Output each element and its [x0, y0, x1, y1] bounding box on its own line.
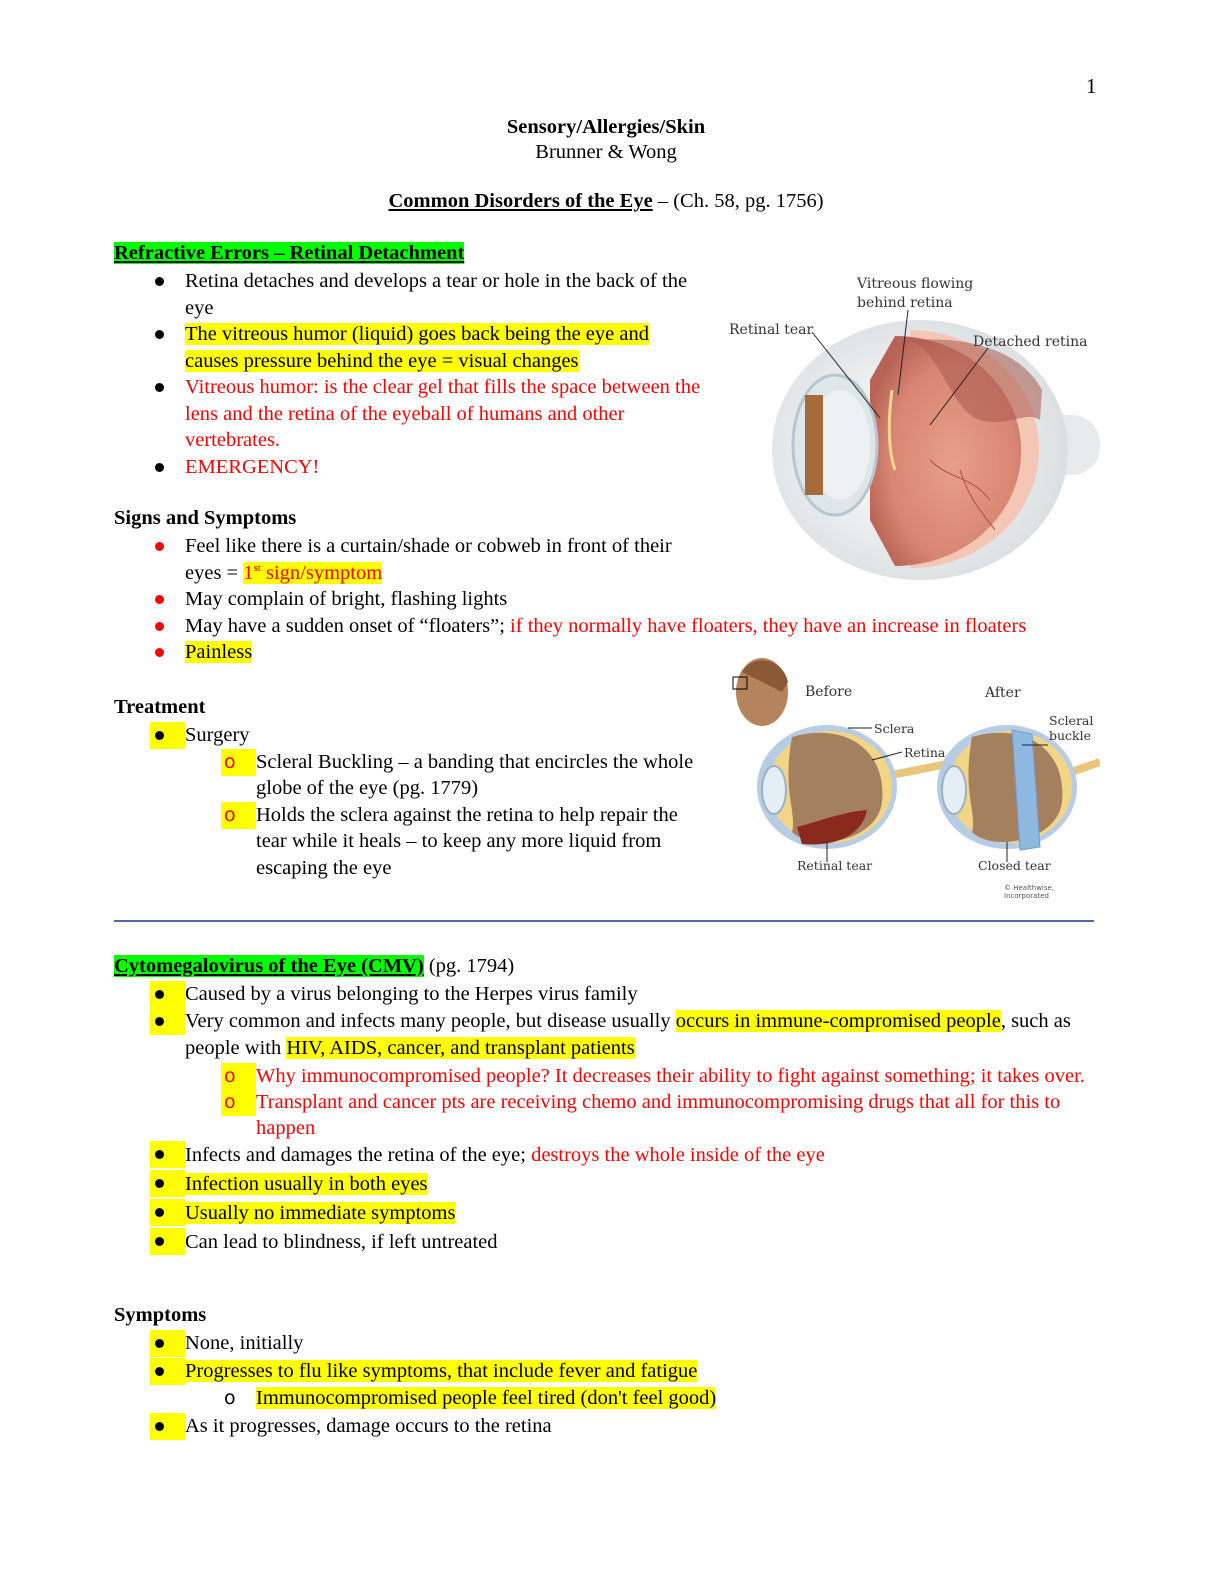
- bullet-icon: [155, 1236, 164, 1246]
- bullet-icon: [155, 595, 164, 604]
- chapter-ref: – (Ch. 58, pg. 1756): [652, 190, 824, 212]
- list-item: Can lead to blindness, if left untreated: [150, 1227, 1095, 1257]
- sub-bullet-icon: o: [221, 1088, 256, 1116]
- bullet-icon: [155, 330, 164, 339]
- list-item: Caused by a virus belonging to the Herpe…: [150, 981, 1095, 1008]
- page-number: 1: [1086, 74, 1097, 98]
- section-divider: [114, 920, 1094, 922]
- chapter-heading: Common Disorders of the Eye – (Ch. 58, p…: [0, 190, 1212, 213]
- bullet-icon: [155, 731, 164, 740]
- chapter-title: Common Disorders of the Eye: [388, 190, 653, 212]
- retinal-detachment-heading: Refractive Errors – Retinal Detachment: [114, 242, 465, 264]
- list-item: EMERGENCY!: [155, 454, 705, 481]
- list-item: Progresses to flu like symptoms, that in…: [150, 1357, 1085, 1413]
- cmv-symptoms-heading: Symptoms: [114, 1304, 207, 1326]
- bullet-icon: [155, 1149, 164, 1159]
- document-subtitle: Brunner & Wong: [535, 141, 677, 163]
- retinal-detachment-illustration: Vitreous flowing behind retina Retinal t…: [720, 270, 1100, 585]
- bullet-icon: [155, 542, 164, 551]
- list-item: Vitreous humor: is the clear gel that fi…: [155, 374, 705, 454]
- list-item: Usually no immediate symptoms: [150, 1198, 1095, 1228]
- cmv-heading: Cytomegalovirus of the Eye (CMV) (pg. 17…: [114, 955, 515, 977]
- bullet-icon: [155, 1339, 164, 1348]
- bullet-icon: [155, 648, 164, 657]
- signs-symptoms-heading: Signs and Symptoms: [114, 507, 297, 529]
- document-title: Sensory/Allergies/Skin: [506, 116, 706, 138]
- signs-symptoms-list: Feel like there is a curtain/shade or co…: [155, 533, 1105, 666]
- treatment-heading: Treatment: [114, 696, 206, 718]
- list-item: Painless: [155, 639, 1105, 666]
- sub-bullet-icon: o: [221, 801, 256, 829]
- bullet-icon: [155, 1178, 164, 1188]
- sub-bullet-icon: o: [221, 1062, 256, 1090]
- bullet-icon: [155, 277, 164, 286]
- bullet-icon: [155, 1366, 164, 1376]
- list-item: Very common and infects many people, but…: [150, 1007, 1095, 1141]
- list-item: Infects and damages the retina of the ey…: [150, 1140, 1095, 1170]
- bullet-icon: [155, 1016, 164, 1026]
- bullet-icon: [155, 1421, 164, 1431]
- bullet-icon: [155, 383, 164, 392]
- list-item: Retina detaches and develops a tear or h…: [155, 268, 705, 321]
- cmv-list: Caused by a virus belonging to the Herpe…: [150, 981, 1095, 1257]
- list-item: As it progresses, damage occurs to the r…: [150, 1412, 1085, 1441]
- bullet-icon: [155, 990, 164, 999]
- list-item: None, initially: [150, 1330, 1085, 1358]
- list-item: May complain of bright, flashing lights: [155, 586, 1105, 613]
- scleral-buckle-illustration: Before After Sclera Retina Retinal tear …: [722, 652, 1102, 900]
- list-item: May have a sudden onset of “floaters”; i…: [155, 613, 1105, 640]
- list-item: The vitreous humor (liquid) goes back be…: [155, 321, 705, 374]
- list-item: Feel like there is a curtain/shade or co…: [155, 533, 705, 586]
- sub-bullet-icon: o: [221, 748, 256, 776]
- bullet-icon: [155, 462, 164, 472]
- eye-cross-section-icon: [772, 309, 1100, 580]
- bullet-icon: [155, 1207, 164, 1217]
- list-item: Infection usually in both eyes: [150, 1169, 1095, 1199]
- scleral-buckle-diagram-icon: [732, 658, 1102, 862]
- retinal-detachment-list: Retina detaches and develops a tear or h…: [155, 268, 705, 481]
- sub-bullet-icon: o: [224, 1387, 236, 1409]
- bullet-icon: [155, 621, 164, 631]
- cmv-symptoms-list: None, initially Progresses to flu like s…: [150, 1330, 1085, 1441]
